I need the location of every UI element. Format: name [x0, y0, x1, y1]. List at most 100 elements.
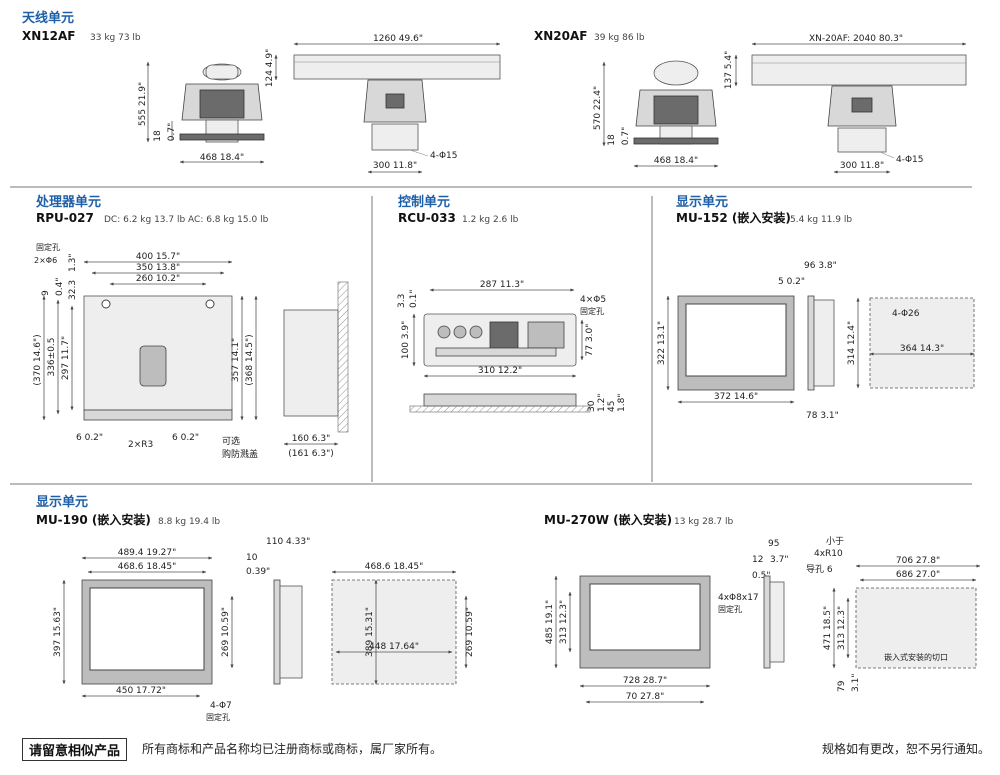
mu270-side — [763, 575, 771, 669]
xn12af-front-view — [293, 54, 501, 151]
mu152-heading: 显示单元 — [676, 194, 728, 210]
xn12af-top-len: 1260 49.6" — [373, 34, 423, 44]
mu152-w5: 5 0.2" — [778, 277, 805, 287]
xn12af-h-base-in: 0.7" — [167, 123, 177, 141]
rcu-side-view — [423, 393, 577, 407]
mu270-w728: 728 28.7" — [623, 676, 667, 686]
mu270w-block: MU-270W (嵌入安装) 13 kg 28.7 lb 485 19.1" 3… — [544, 512, 981, 704]
mu190-d039: 0.39" — [246, 567, 270, 577]
xn12af-weight: 33 kg 73 lb — [90, 33, 141, 43]
xn20af-top-len: XN-20AF: 2040 80.3" — [809, 34, 903, 44]
rcu-h77: 77 3.0" — [585, 324, 595, 357]
rpu-h370: (370 14.6") — [33, 334, 43, 385]
xn20af-block: XN20AF 39 kg 86 lb 570 22.4" 18 0.7" 468… — [534, 29, 967, 174]
xn20af-holes: 4-Φ15 — [896, 155, 924, 165]
mu270-w706: 706 27.8" — [896, 556, 940, 566]
rcu-d33: 3.3 — [397, 294, 407, 308]
mu270-h471: 471 18.5" — [823, 606, 833, 650]
mu270-h313: 313 12.3" — [559, 600, 569, 644]
rpu-opt2: 购防溅盖 — [222, 448, 258, 460]
mu152-side — [807, 295, 815, 391]
mu190-ch269: 269 10.59" — [465, 607, 475, 657]
rcu-model: RCU-033 — [398, 211, 456, 225]
mu152-w364: 364 14.3" — [900, 344, 944, 354]
mu270-guide: 导孔 6 — [806, 564, 833, 575]
xn20af-weight: 39 kg 86 lb — [594, 33, 645, 43]
rpu-heading: 处理器单元 — [35, 194, 101, 210]
mu190-w450: 450 17.72" — [116, 686, 166, 696]
mu152-holes: 4-Φ26 — [892, 309, 920, 319]
rcu-holes: 4×Φ5 — [580, 295, 606, 305]
rcu-weight: 1.2 kg 2.6 lb — [462, 215, 519, 225]
rpu-h336: 336±0.5 — [47, 337, 57, 376]
mu190-model: MU-190 (嵌入安装) — [36, 512, 151, 527]
rpu-d32: 32.3 — [68, 280, 78, 300]
xn20af-model: XN20AF — [534, 29, 587, 43]
mu190-block: 显示单元 MU-190 (嵌入安装) 8.8 kg 19.4 lb 489.4 … — [36, 494, 475, 722]
similar-products-notice: 请留意相似产品 — [22, 738, 128, 761]
rcu-d18: 1.8" — [617, 394, 627, 412]
mu270-d31: 3.1" — [851, 674, 861, 692]
mu270-w686: 686 27.0" — [896, 570, 940, 580]
mu190-heading: 显示单元 — [36, 494, 88, 510]
mu152-weight: 5.4 kg 11.9 lb — [790, 215, 852, 225]
rpu-h297: 297 11.7" — [61, 336, 71, 380]
mu190-side — [273, 579, 281, 685]
mu190-d110: 110 4.33" — [266, 537, 310, 547]
rpu-fix-spec: 2×Φ6 — [34, 256, 57, 265]
rcu033-block: 控制单元 RCU-033 1.2 kg 2.6 lb 287 11.3" 3.3… — [397, 194, 627, 413]
mu190-d10: 10 — [246, 553, 258, 563]
mu270-small: 小于 — [826, 536, 844, 547]
mu270-weight: 13 kg 28.7 lb — [674, 517, 733, 527]
mu190-w468: 468.6 18.45" — [118, 562, 177, 572]
rcu-w310: 310 12.2" — [478, 366, 522, 376]
antenna-heading: 天线单元 — [22, 10, 74, 26]
mu270-d79: 79 — [837, 680, 847, 692]
change-notice: 规格如有更改，恕不另行通知。 — [821, 742, 990, 756]
xn20af-h-base: 18 — [607, 134, 617, 146]
rcu-d30: 30 — [587, 400, 597, 412]
mu190-ch389: 389 15.31" — [365, 607, 375, 657]
xn20af-h-radome: 137 5.4" — [724, 51, 734, 90]
rpu-h357: 357 14.1" — [231, 338, 241, 382]
xn20af-front-view — [751, 54, 967, 153]
xn12af-h-base: 18 — [153, 130, 163, 142]
mu152-cutout — [869, 297, 975, 389]
mu190-w489: 489.4 19.27" — [118, 548, 177, 558]
rpu-r3: 2×R3 — [128, 440, 153, 450]
mu152-w96: 96 3.8" — [804, 261, 837, 271]
mu152-h314: 314 12.4" — [847, 321, 857, 365]
mu190-weight: 8.8 kg 19.4 lb — [158, 517, 220, 527]
mu152-h322: 322 13.1" — [657, 321, 667, 365]
mu152-block: 显示单元 MU-152 (嵌入安装) 5.4 kg 11.9 lb 322 13… — [657, 194, 975, 421]
mu270-w70: 70 27.8" — [626, 692, 665, 702]
xn12af-w-base: 468 18.4" — [200, 153, 244, 163]
rpu-w350: 350 13.8" — [136, 263, 180, 273]
xn20af-w-base: 468 18.4" — [654, 156, 698, 166]
rcu-heading: 控制单元 — [398, 194, 450, 210]
mu152-w78: 78 3.1" — [806, 411, 839, 421]
mu190-cw448: 448 17.64" — [369, 642, 419, 652]
rcu-d45: 45 — [607, 401, 617, 412]
rpu-model: RPU-027 — [36, 211, 94, 225]
xn20af-side-view — [633, 60, 719, 145]
rcu-h100: 100 3.9" — [401, 321, 411, 360]
rpu-b6b: 6 0.2" — [172, 433, 199, 443]
rpu-w160: 160 6.3" — [292, 434, 331, 444]
mu270-d05: 0.5" — [752, 571, 770, 581]
xn20af-w-feet: 300 11.8" — [840, 161, 884, 171]
mu270-holes: 4xΦ8x17 — [718, 593, 759, 603]
rcu-fix: 固定孔 — [580, 306, 604, 316]
xn12af-h-radome: 124 4.9" — [265, 49, 275, 88]
rpu-w161: (161 6.3") — [288, 449, 334, 459]
rpu-w400: 400 15.7" — [136, 252, 180, 262]
xn12af-w-feet: 300 11.8" — [373, 161, 417, 171]
mu190-cw468: 468.6 18.45" — [365, 562, 424, 572]
mu152-w372: 372 14.6" — [714, 392, 758, 402]
mu270-model: MU-270W (嵌入安装) — [544, 512, 672, 527]
rcu-d01: 0.1" — [409, 290, 419, 308]
mu270-h485: 485 19.1" — [545, 600, 555, 644]
mu270-r10: 4xR10 — [814, 549, 843, 559]
xn12af-holes: 4-Φ15 — [430, 151, 458, 161]
